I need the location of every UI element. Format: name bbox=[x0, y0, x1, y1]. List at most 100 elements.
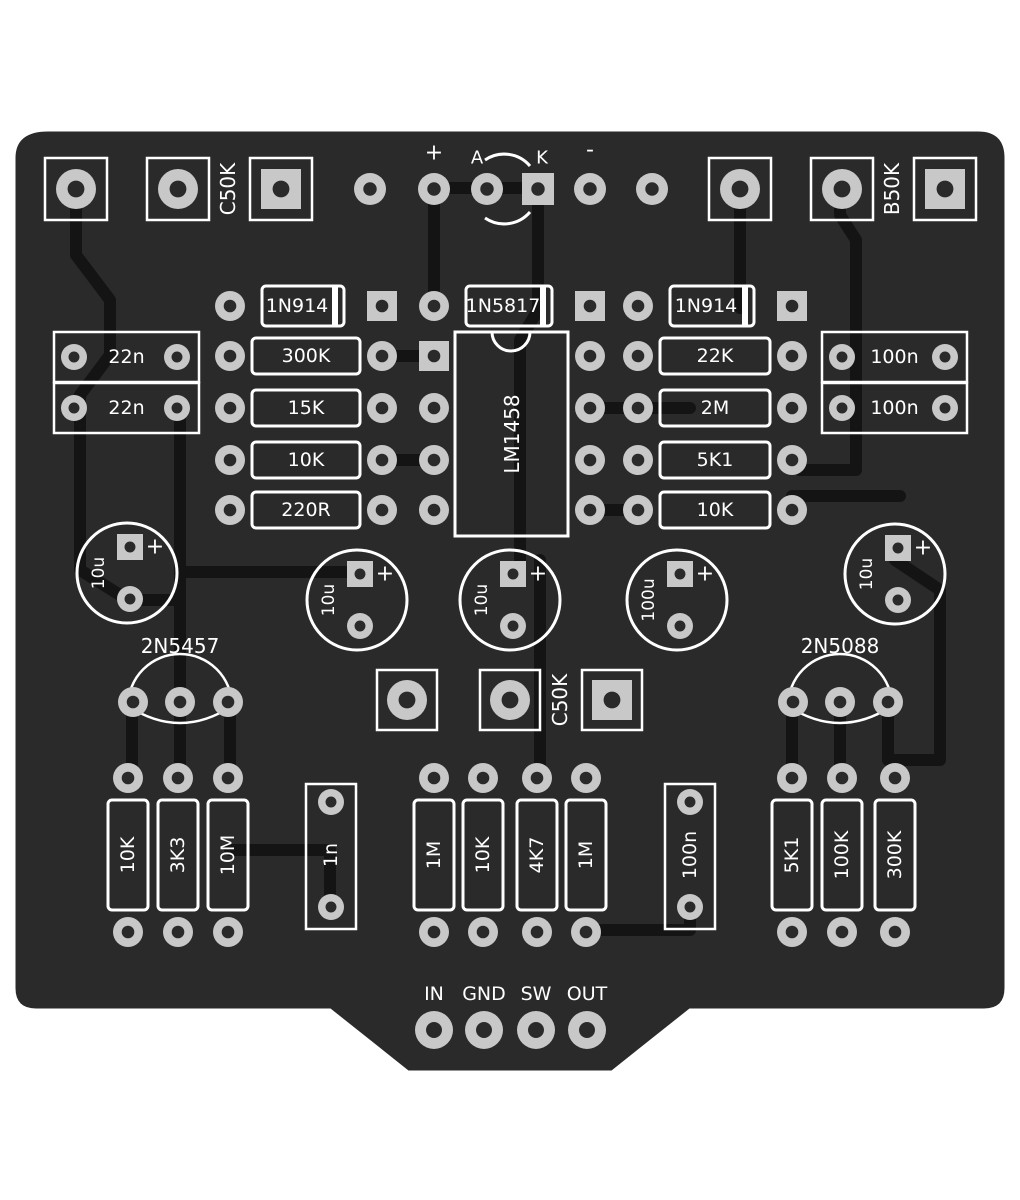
io-label-2: SW bbox=[521, 983, 552, 1005]
pad-hole bbox=[684, 796, 696, 808]
pad-hole bbox=[786, 695, 800, 709]
pad-hole bbox=[354, 620, 366, 632]
pad-hole bbox=[223, 401, 237, 415]
film-cap-100n-label: 100n bbox=[679, 831, 701, 879]
pad-hole bbox=[888, 925, 902, 939]
pad-hole bbox=[223, 349, 237, 363]
resistor-bottom-center-1-outline bbox=[461, 798, 505, 912]
pad-hole bbox=[398, 691, 416, 709]
pad-hole bbox=[427, 925, 441, 939]
pad-hole bbox=[121, 925, 135, 939]
pad-hole bbox=[68, 402, 80, 414]
resistor-left-0-label: 300K bbox=[282, 345, 331, 367]
resistor-bottom-right-2-outline bbox=[873, 798, 917, 912]
pad-hole bbox=[881, 695, 895, 709]
pad-hole bbox=[221, 695, 235, 709]
pad-hole bbox=[583, 299, 597, 313]
pot-left-pad-outline bbox=[248, 156, 314, 222]
pad-hole bbox=[126, 695, 140, 709]
diode-d1-outline bbox=[260, 284, 346, 328]
resistor-right-0-outline bbox=[658, 336, 772, 376]
pot-right-pad-outline bbox=[912, 156, 978, 222]
ecap-c5-plus-label: + bbox=[914, 536, 932, 561]
resistor-left-2-outline bbox=[250, 440, 362, 480]
ecap-c4-label: 100u bbox=[639, 578, 659, 621]
pad-hole bbox=[892, 594, 904, 606]
diode-d2-outline bbox=[464, 284, 554, 328]
pad-hole bbox=[173, 695, 187, 709]
led-anode-label: A bbox=[471, 148, 484, 169]
pad-hole bbox=[583, 182, 597, 196]
cap-22n-bottom-outline bbox=[52, 381, 201, 435]
pad-hole bbox=[583, 349, 597, 363]
pad-hole bbox=[124, 541, 136, 553]
ecap-c1-plus-label: + bbox=[146, 535, 164, 560]
transistor-q2-label: 2N5088 bbox=[801, 634, 880, 658]
cap-100n-top-label: 100n bbox=[870, 346, 918, 368]
ecap-c5-label: 10u bbox=[857, 558, 877, 590]
pad-hole bbox=[221, 925, 235, 939]
pad-hole bbox=[528, 1022, 544, 1038]
pad-hole bbox=[785, 503, 799, 517]
pot-right-pad-outline bbox=[809, 156, 875, 222]
pad-hole bbox=[579, 925, 593, 939]
resistor-bottom-right-0-label: 5K1 bbox=[781, 837, 803, 874]
pad-hole bbox=[124, 593, 136, 605]
pot-left-pad-outline bbox=[43, 156, 109, 222]
film-cap-1n-label: 1n bbox=[320, 843, 342, 867]
resistor-bottom-center-2-outline bbox=[515, 798, 559, 912]
pad-hole bbox=[530, 925, 544, 939]
resistor-bottom-left-2-outline bbox=[206, 798, 250, 912]
pad-hole bbox=[476, 925, 490, 939]
pad-hole bbox=[583, 503, 597, 517]
ic-label: LM1458 bbox=[500, 394, 524, 473]
pad-hole bbox=[579, 1022, 595, 1038]
pad-hole bbox=[684, 901, 696, 913]
resistor-bottom-left-2-label: 10M bbox=[217, 835, 239, 876]
power-minus-label: - bbox=[586, 138, 594, 163]
ecap-c1-outline bbox=[75, 521, 179, 625]
pad-hole bbox=[171, 925, 185, 939]
pad-hole bbox=[427, 182, 441, 196]
resistor-bottom-center-3-outline bbox=[564, 798, 608, 912]
pad-hole bbox=[501, 691, 519, 709]
pad-hole bbox=[939, 402, 951, 414]
pot-center-pad-outline bbox=[478, 668, 542, 732]
pad-hole bbox=[171, 402, 183, 414]
resistor-bottom-center-2-label: 4K7 bbox=[526, 837, 548, 874]
pot-center-pad-outline bbox=[580, 668, 644, 732]
pad-hole bbox=[731, 180, 749, 198]
pad-hole bbox=[427, 453, 441, 467]
pot-center-pad-outline bbox=[375, 668, 439, 732]
pad-hole bbox=[833, 180, 851, 198]
diode-d3-band bbox=[742, 286, 748, 326]
pad-hole bbox=[835, 771, 849, 785]
transistor-q1-label: 2N5457 bbox=[141, 634, 220, 658]
pad-hole bbox=[785, 453, 799, 467]
pad-hole bbox=[375, 401, 389, 415]
pad-hole bbox=[171, 771, 185, 785]
pad-hole bbox=[427, 771, 441, 785]
pad-hole bbox=[631, 453, 645, 467]
pad-hole bbox=[531, 182, 545, 196]
pad-hole bbox=[507, 620, 519, 632]
ecap-c3-label: 10u bbox=[472, 584, 492, 616]
pad-hole bbox=[68, 351, 80, 363]
led-outline-top bbox=[484, 152, 532, 168]
resistor-left-0-outline bbox=[250, 336, 362, 376]
resistor-bottom-center-0-label: 1M bbox=[423, 841, 445, 869]
cap-22n-top-label: 22n bbox=[108, 346, 144, 368]
pad-hole bbox=[171, 351, 183, 363]
pad-hole bbox=[645, 182, 659, 196]
resistor-bottom-left-0-label: 10K bbox=[117, 836, 139, 873]
resistor-left-2-label: 10K bbox=[288, 449, 325, 471]
resistor-right-3-outline bbox=[658, 490, 772, 530]
pad-hole bbox=[121, 771, 135, 785]
pad-hole bbox=[631, 401, 645, 415]
cap-22n-bottom-label: 22n bbox=[108, 397, 144, 419]
pad-hole bbox=[507, 568, 519, 580]
transistor-q2-outline bbox=[786, 652, 894, 725]
resistor-bottom-right-2-label: 300K bbox=[884, 830, 906, 879]
resistor-right-2-label: 5K1 bbox=[697, 449, 734, 471]
pot-right-pad-outline bbox=[707, 156, 773, 222]
